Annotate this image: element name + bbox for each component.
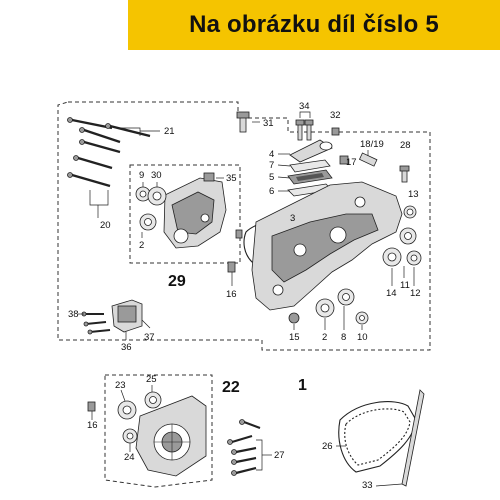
label-24: 24 <box>124 452 135 463</box>
label-8: 8 <box>341 332 346 343</box>
part-25-bearing <box>144 391 162 409</box>
label-30: 30 <box>151 170 162 181</box>
label-1: 1 <box>298 377 307 394</box>
label-23: 23 <box>115 380 126 391</box>
label-13: 13 <box>408 189 419 200</box>
part-33-seal-strip <box>401 389 425 487</box>
label-20: 20 <box>100 220 111 231</box>
label-2-lower: 2 <box>322 332 327 343</box>
part-31-screw <box>236 111 250 133</box>
part-9-seal <box>135 186 151 202</box>
part-15-plug <box>288 312 300 324</box>
label-11: 11 <box>400 280 410 291</box>
part-24-seal <box>122 428 138 444</box>
label-2-upper: 2 <box>139 240 144 251</box>
label-12: 12 <box>410 288 421 299</box>
label-29: 29 <box>168 273 186 290</box>
part-32-nut <box>331 127 340 136</box>
label-35: 35 <box>226 173 237 184</box>
label-10: 10 <box>357 332 368 343</box>
title-banner: Na obrázku díl číslo 5 <box>128 0 500 50</box>
banner-title: Na obrázku díl číslo 5 <box>189 11 439 38</box>
label-16-left: 16 <box>226 289 237 300</box>
group-outline-22 <box>104 374 213 488</box>
label-36: 36 <box>121 342 132 353</box>
part-34-bolts <box>295 119 314 141</box>
part-26-cover-gasket <box>338 401 417 473</box>
label-31: 31 <box>263 118 274 129</box>
part-35-plug <box>203 172 215 182</box>
label-5: 5 <box>269 172 274 183</box>
part-17-plug <box>339 155 349 165</box>
label-28: 28 <box>400 140 411 151</box>
part-22-clutch-cover <box>135 395 207 477</box>
part-11-bearing <box>399 227 417 245</box>
part-23-bearing <box>117 400 137 420</box>
label-34: 34 <box>299 101 310 112</box>
part-8-bearing <box>337 288 355 306</box>
part-13-seal <box>403 205 417 219</box>
leader-21 <box>120 127 141 136</box>
label-38: 38 <box>68 309 79 320</box>
label-33: 33 <box>362 480 373 491</box>
part-5-reed-valve <box>287 169 333 185</box>
part-27-bolts <box>227 419 261 476</box>
label-17: 17 <box>346 157 357 168</box>
label-9: 9 <box>139 170 144 181</box>
label-15: 15 <box>289 332 300 343</box>
label-4: 4 <box>269 149 274 160</box>
label-37: 37 <box>144 332 155 343</box>
part-2-bearing-upper <box>139 213 157 231</box>
part-12-seal <box>406 250 422 266</box>
part-16-dowel <box>227 261 236 273</box>
label-14: 14 <box>386 288 397 299</box>
bolt-set-20-21 <box>67 117 151 188</box>
label-32: 32 <box>330 110 341 121</box>
label-18-19: 18/19 <box>360 139 384 150</box>
part-16-dowel-top <box>235 229 243 239</box>
part-36-bracket <box>111 299 143 333</box>
part-10-seal <box>355 311 369 325</box>
label-6: 6 <box>269 186 274 197</box>
part-29-transmission-housing <box>163 177 227 249</box>
part-2-bearing-lower <box>315 298 335 318</box>
label-7: 7 <box>269 160 274 171</box>
part-30-bearing <box>147 186 167 206</box>
part-28-bolt <box>399 165 410 183</box>
label-16-lower: 16 <box>87 420 98 431</box>
part-38-screws <box>81 311 111 335</box>
part-4-intake-manifold <box>289 139 333 163</box>
part-14-bearing <box>382 247 402 267</box>
part-16-dowel-lower <box>87 401 96 412</box>
label-25: 25 <box>146 374 157 385</box>
label-21: 21 <box>164 126 175 137</box>
label-27: 27 <box>274 450 285 461</box>
label-22: 22 <box>222 379 240 396</box>
label-3: 3 <box>290 213 295 224</box>
group-outline-29 <box>129 164 241 264</box>
part-18-19-sensor <box>358 152 378 167</box>
label-26: 26 <box>322 441 333 452</box>
part-7-gasket <box>289 159 331 173</box>
part-1-crankcase <box>251 181 403 311</box>
